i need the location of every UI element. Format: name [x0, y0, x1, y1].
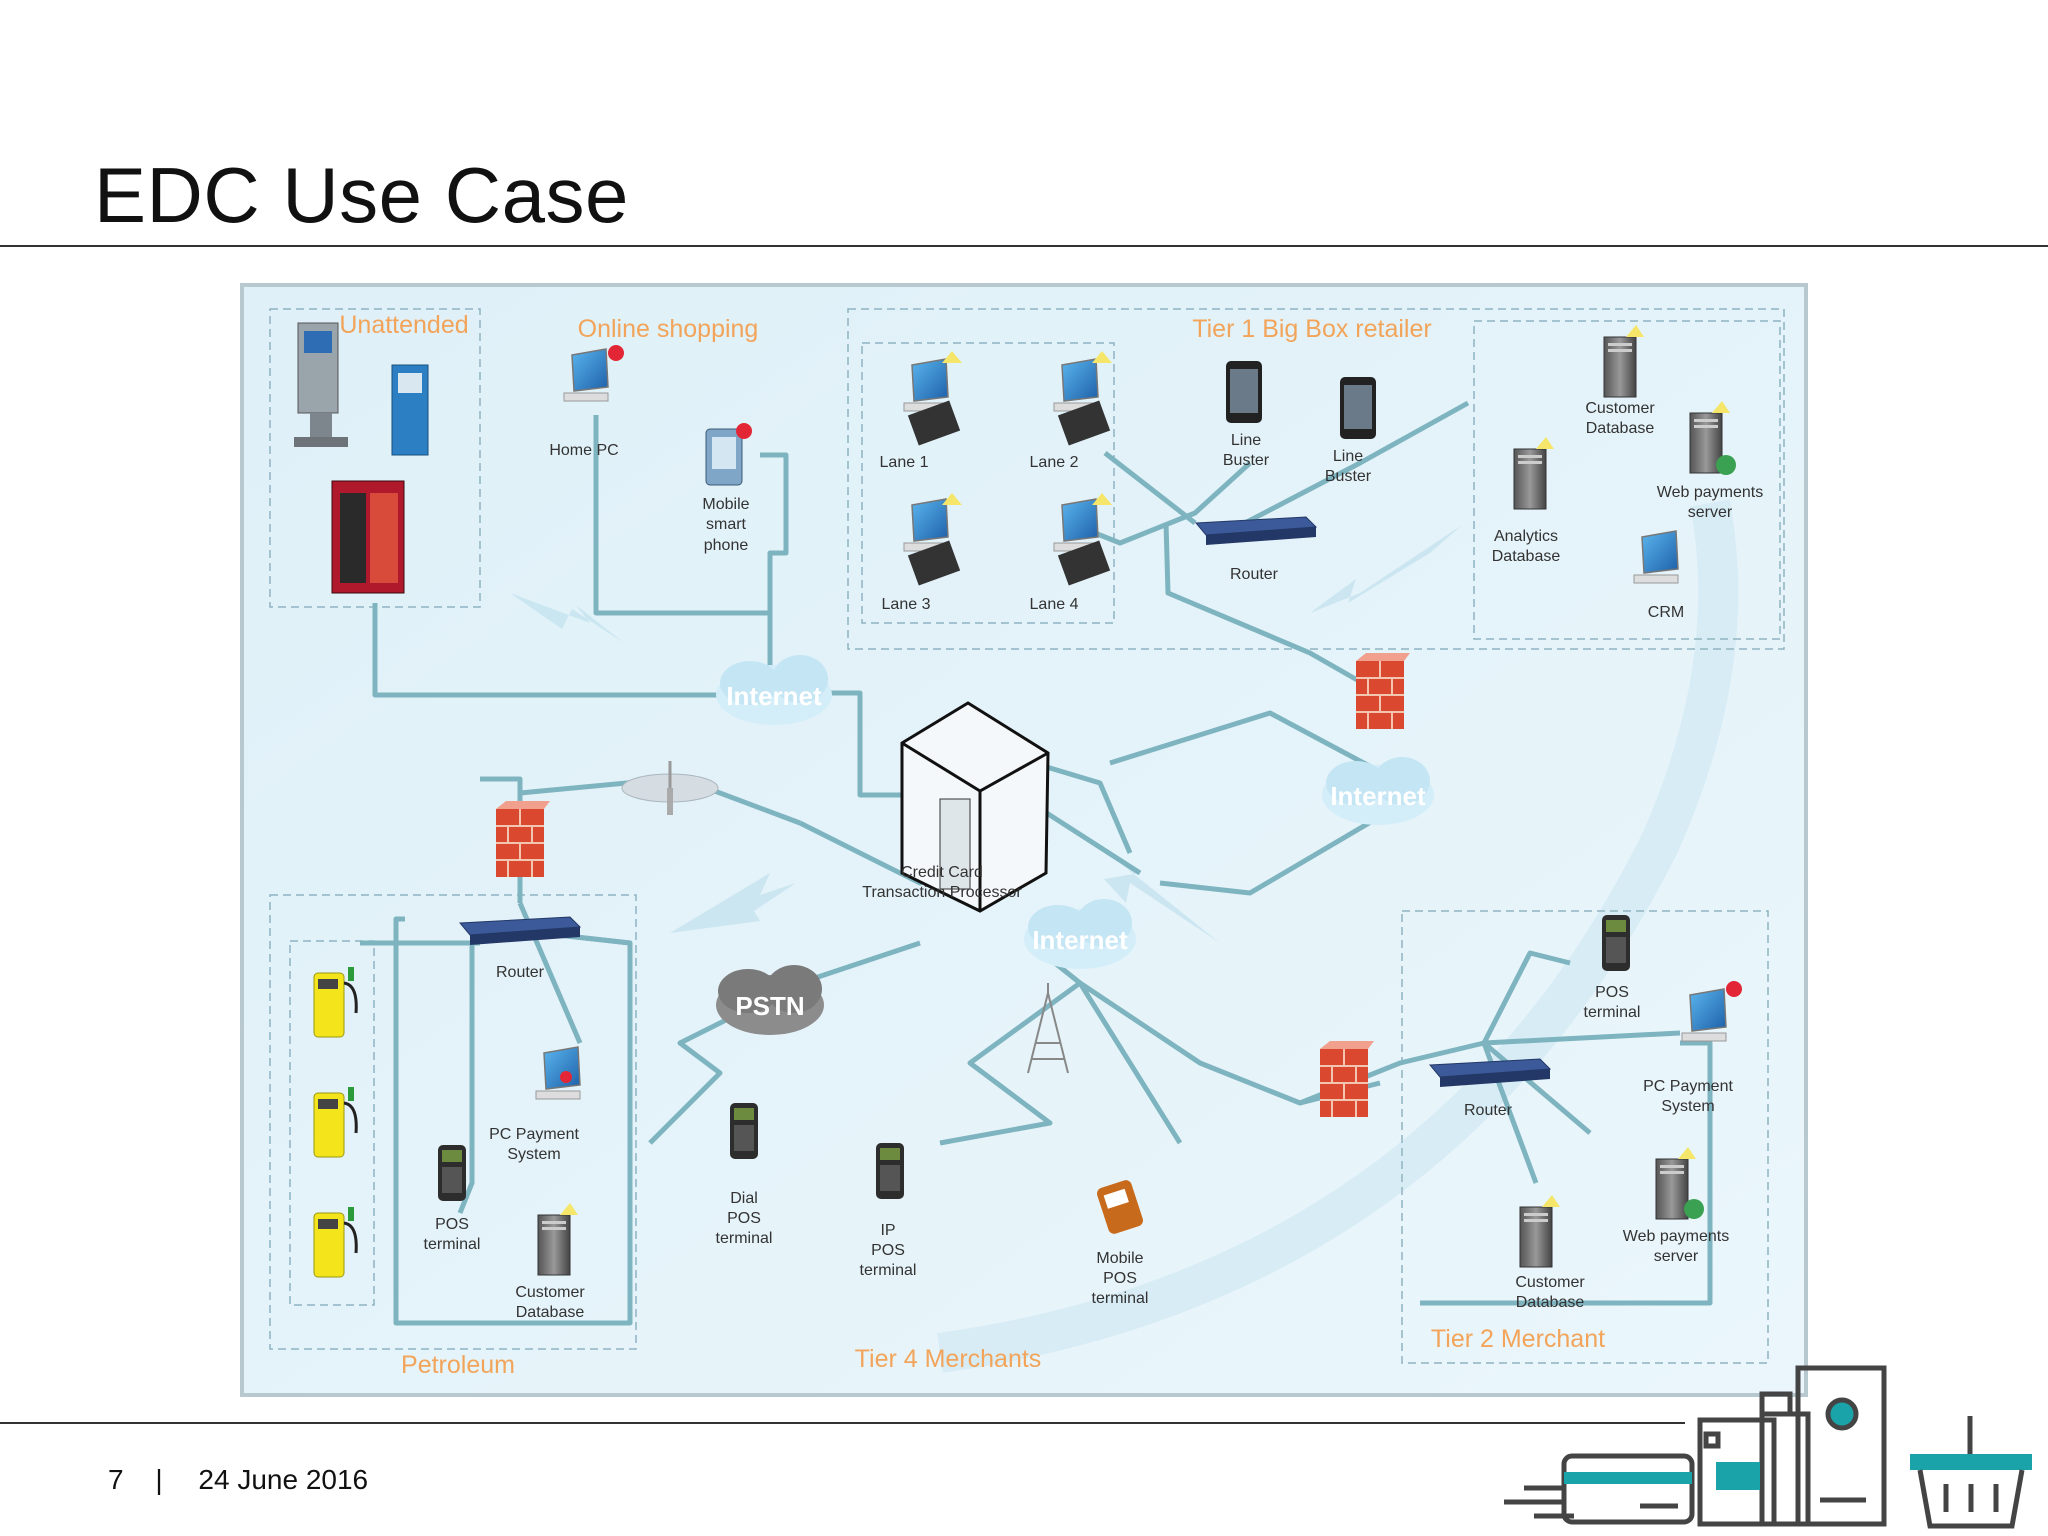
- group-box-petroleum: [269, 894, 637, 1350]
- dial-pos-label-1: Dial: [730, 1190, 758, 1207]
- line-buster-2-label-1: Line: [1333, 448, 1363, 465]
- lane-1-label: Lane 1: [880, 454, 929, 471]
- ip-pos-label-2: POS: [871, 1242, 905, 1259]
- web-pay-t2-label-1: Web payments: [1623, 1228, 1729, 1245]
- ip-pos-terminal-icon: [876, 1143, 904, 1199]
- pstn-label: PSTN: [735, 991, 804, 1021]
- line-buster-2-icon: [1340, 377, 1376, 439]
- pos-t2-label-2: terminal: [1584, 1004, 1641, 1021]
- cust-db-t2-label-1: Customer: [1515, 1274, 1585, 1291]
- mobile-label-2: smart: [706, 516, 747, 533]
- dial-pos-label-3: terminal: [716, 1230, 773, 1247]
- web-pay-tier1-label-2: server: [1688, 504, 1733, 521]
- pstn-cloud-icon: PSTN: [716, 965, 824, 1035]
- internet-cloud-1-icon: Internet: [716, 655, 832, 725]
- pc-pay-t2-label-2: System: [1661, 1098, 1714, 1115]
- firewall-petroleum-icon: [495, 800, 551, 878]
- mobile-pos-terminal-icon: [1097, 1180, 1143, 1234]
- lane-2-label: Lane 2: [1030, 454, 1079, 471]
- firewall-tier2-icon: [1319, 1040, 1375, 1118]
- group-label-unattended: Unattended: [339, 311, 468, 339]
- mobile-label-3: phone: [704, 537, 749, 554]
- group-label-online-shopping: Online shopping: [578, 315, 759, 343]
- router-tier1-label: Router: [1230, 566, 1279, 583]
- customer-db-tier1-label-1: Customer: [1585, 400, 1655, 417]
- vending-machine-icon: [331, 480, 405, 594]
- web-pay-t2-label-2: server: [1654, 1248, 1699, 1265]
- dial-pos-terminal-icon: [730, 1103, 758, 1159]
- shopping-basket-icon: [1910, 1416, 2032, 1529]
- line-buster-1-label-2: Buster: [1223, 452, 1270, 469]
- internet-1-label: Internet: [726, 681, 822, 711]
- satellite-dish-icon: [621, 761, 719, 815]
- edc-network-diagram: Unattended Online shopping Home PC Mobil…: [240, 283, 1808, 1397]
- mobile-smartphone-icon: [705, 423, 752, 486]
- group-label-tier1: Tier 1 Big Box retailer: [1192, 315, 1431, 343]
- pc-pay-petro-label-2: System: [507, 1146, 560, 1163]
- crm-label: CRM: [1648, 604, 1684, 621]
- cust-db-petro-label-2: Database: [516, 1304, 585, 1321]
- footer-divider: [0, 1422, 1685, 1424]
- group-label-tier4: Tier 4 Merchants: [855, 1345, 1042, 1373]
- analytics-label-2: Database: [1492, 548, 1561, 565]
- group-box-lanes: [861, 342, 1115, 624]
- line-buster-2-label-2: Buster: [1325, 468, 1372, 485]
- cust-db-t2-label-2: Database: [1516, 1294, 1585, 1311]
- internet-2-label: Internet: [1330, 781, 1426, 811]
- pos-terminal-petroleum-icon: [438, 1145, 466, 1201]
- group-box-tier1: [847, 308, 1785, 650]
- mobile-label-1: Mobile: [702, 496, 749, 513]
- credit-card-icon: [1504, 1453, 1695, 1525]
- kiosk-icon: [294, 322, 348, 447]
- group-label-petroleum: Petroleum: [401, 1351, 515, 1379]
- processor-label-2: Transaction Processor: [862, 884, 1022, 901]
- lane-2-pos-icon: [1053, 351, 1112, 446]
- slide-footer: 7 | 24 June 2016: [108, 1464, 368, 1496]
- slide-title: EDC Use Case: [94, 151, 629, 239]
- pos-terminal-tier2-icon: [1602, 915, 1630, 971]
- pos-t2-label-1: POS: [1595, 984, 1629, 1001]
- retail-icons: [1504, 1365, 2032, 1529]
- radio-tower-icon: [1027, 983, 1069, 1074]
- ip-pos-label-3: terminal: [860, 1262, 917, 1279]
- slide-date: 24 June 2016: [198, 1464, 369, 1495]
- customer-db-tier1-label-2: Database: [1586, 420, 1655, 437]
- internet-3-label: Internet: [1032, 925, 1128, 955]
- atm-icon: [391, 364, 429, 456]
- credit-card-processor-icon: [900, 701, 1050, 913]
- internet-cloud-3-icon: Internet: [1024, 899, 1136, 969]
- mobile-pos-label-2: POS: [1103, 1270, 1137, 1287]
- firewall-tier1-icon: [1355, 652, 1411, 730]
- web-pay-tier1-label-1: Web payments: [1657, 484, 1763, 501]
- cash-register-icon: [1697, 1365, 1887, 1527]
- lane-1-pos-icon: [903, 351, 962, 446]
- cust-db-petro-label-1: Customer: [515, 1284, 585, 1301]
- title-divider: [0, 245, 2048, 247]
- lane-3-pos-icon: [903, 493, 962, 586]
- dial-pos-label-2: POS: [727, 1210, 761, 1227]
- pc-pay-t2-label-1: PC Payment: [1643, 1078, 1733, 1095]
- internet-cloud-2-icon: Internet: [1322, 757, 1434, 825]
- router-t2-label: Router: [1464, 1102, 1513, 1119]
- mobile-pos-label-3: terminal: [1092, 1290, 1149, 1307]
- router-petroleum-label: Router: [496, 964, 545, 981]
- analytics-label-1: Analytics: [1494, 528, 1558, 545]
- pos-petro-label-2: terminal: [424, 1236, 481, 1253]
- group-box-pumps: [289, 940, 375, 1306]
- group-box-tier2: [1401, 910, 1769, 1364]
- processor-label-1: Credit Card: [901, 864, 983, 881]
- pc-pay-petro-label-1: PC Payment: [489, 1126, 579, 1143]
- line-buster-1-label-1: Line: [1231, 432, 1261, 449]
- lane-4-label: Lane 4: [1030, 596, 1079, 613]
- pos-petro-label-1: POS: [435, 1216, 469, 1233]
- group-label-tier2: Tier 2 Merchant: [1431, 1325, 1605, 1353]
- ip-pos-label-1: IP: [880, 1222, 895, 1239]
- mobile-pos-label-1: Mobile: [1096, 1250, 1143, 1267]
- line-buster-1-icon: [1226, 361, 1262, 423]
- lane-3-label: Lane 3: [882, 596, 931, 613]
- footer-separator: |: [155, 1464, 163, 1495]
- home-pc-label: Home PC: [549, 442, 618, 459]
- lane-4-pos-icon: [1053, 493, 1112, 586]
- page-number: 7: [108, 1464, 124, 1495]
